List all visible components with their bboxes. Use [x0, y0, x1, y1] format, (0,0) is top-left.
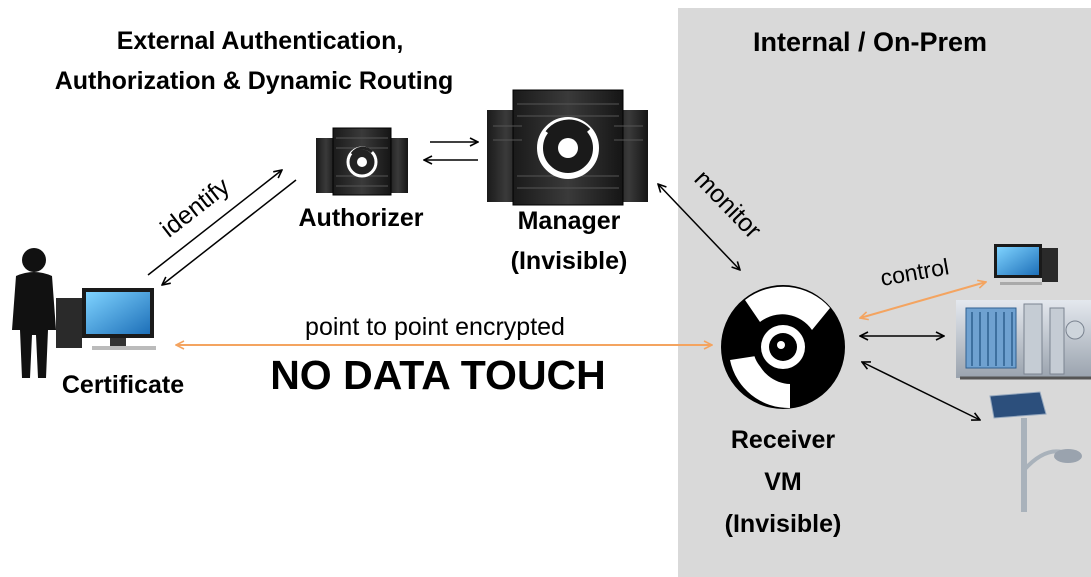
- receiver-visibility-label: (Invisible): [724, 510, 842, 538]
- user-silhouette-icon: [12, 248, 56, 378]
- solar-street-light-icon: [989, 391, 1082, 512]
- control-label: control: [878, 253, 951, 291]
- certificate-label: Certificate: [61, 371, 185, 399]
- control-arrow: [860, 282, 986, 318]
- manager-server-icon: [487, 89, 648, 206]
- authorizer-manager-arrows: [424, 142, 478, 160]
- monitor-arrow: [658, 184, 740, 270]
- street-light-arrow: [862, 362, 980, 420]
- manager-label: Manager: [517, 207, 621, 235]
- receiver-vm-logo-icon: [721, 285, 845, 409]
- authorizer-label: Authorizer: [298, 204, 424, 232]
- encrypted-channel-label: point to point encrypted: [305, 313, 565, 341]
- external-title-line1: External Authentication,: [116, 27, 404, 55]
- identify-label: identify: [155, 172, 235, 243]
- receiver-label: Receiver: [730, 426, 836, 454]
- authorizer-server-icon: [316, 127, 408, 196]
- no-data-touch-label: NO DATA TOUCH: [270, 352, 606, 398]
- control-computer-icon: [994, 244, 1058, 285]
- external-title-line2: Authorization & Dynamic Routing: [54, 67, 454, 95]
- manager-visibility-label: (Invisible): [510, 247, 628, 275]
- monitor-label: monitor: [689, 165, 767, 244]
- industrial-equipment-icon: [956, 300, 1091, 380]
- user-computer-icon: [56, 288, 156, 350]
- identify-arrows: [147, 170, 297, 285]
- receiver-vm-label: VM: [764, 468, 802, 496]
- internal-title: Internal / On-Prem: [752, 27, 988, 57]
